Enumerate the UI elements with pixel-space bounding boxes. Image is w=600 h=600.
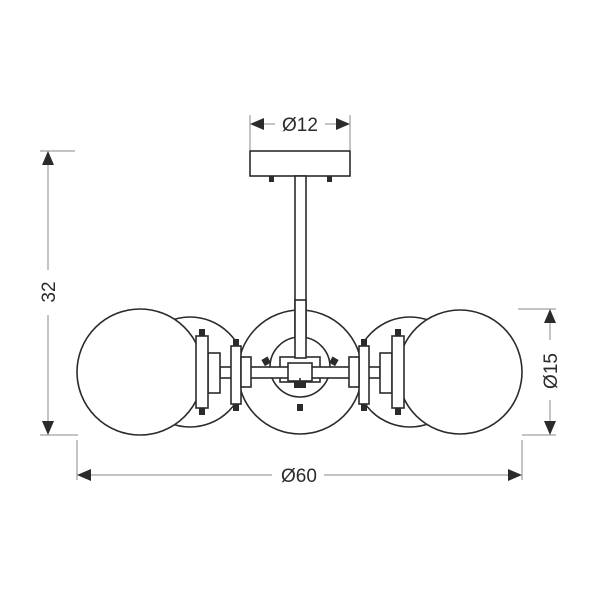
arrow-right-icon — [336, 118, 350, 130]
arm-left — [195, 329, 303, 415]
height-label: 32 — [39, 281, 60, 302]
arm-right — [297, 329, 405, 415]
arrow-down-icon — [544, 421, 556, 435]
globe-left-front — [76, 308, 204, 436]
overall-diameter-label: Ø60 — [281, 466, 317, 487]
dimension-height: 32 — [39, 150, 78, 436]
arrow-down-icon — [42, 421, 54, 435]
dimension-overall-diameter: Ø60 — [76, 440, 523, 487]
arrow-up-icon — [42, 151, 54, 165]
globe-diameter-label: Ø15 — [541, 353, 562, 389]
canopy-diameter-label: Ø12 — [282, 115, 318, 136]
arrow-left-icon — [77, 469, 91, 481]
arrow-left-icon — [250, 118, 264, 130]
dimension-canopy-diameter: Ø12 — [249, 115, 351, 150]
globe-right-front — [397, 309, 523, 435]
arrow-up-icon — [544, 309, 556, 323]
dimension-globe-diameter: Ø15 — [518, 308, 562, 436]
arrow-right-icon — [508, 469, 522, 481]
